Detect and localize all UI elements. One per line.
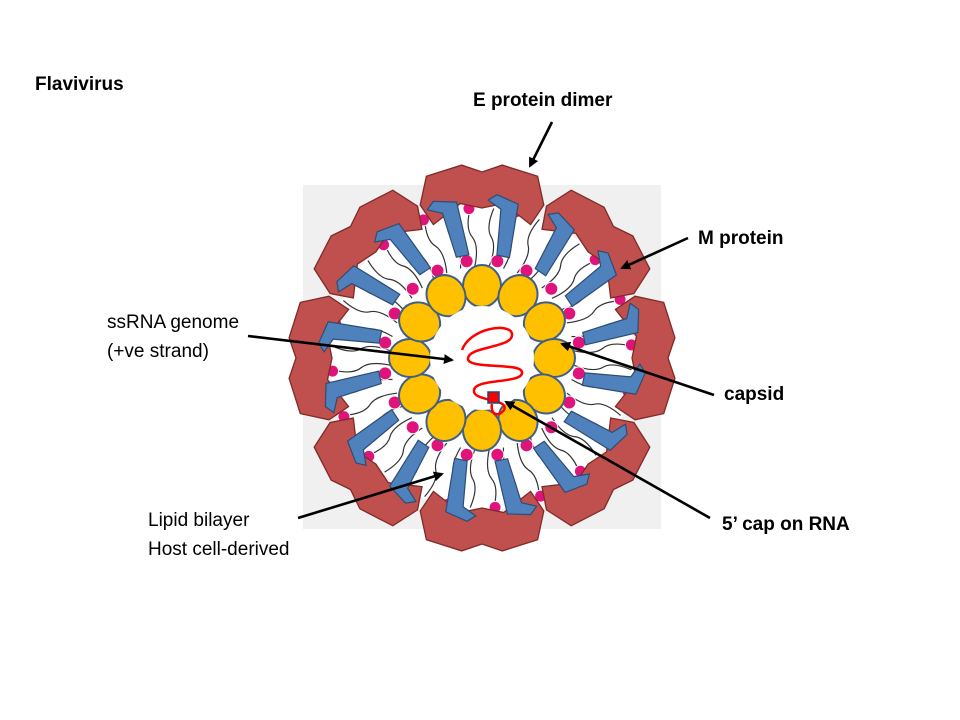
lipid-tail <box>424 219 448 274</box>
lipid-tail <box>343 392 398 416</box>
capsid-subunit <box>532 338 576 378</box>
m-protein <box>336 264 401 306</box>
e-protein-dimer <box>541 417 651 527</box>
five-prime-cap-marker <box>487 391 500 404</box>
label-lipid-bilayer: Lipid bilayer Host cell-derived <box>148 506 290 564</box>
m-protein <box>346 408 400 467</box>
label-lipid-line1: Lipid bilayer <box>148 510 250 531</box>
m-protein <box>564 249 618 308</box>
ssrna-genome-strand <box>460 326 524 416</box>
capsid-subunit <box>462 408 502 452</box>
lipid-head <box>544 281 559 296</box>
lipid-tail <box>467 208 478 267</box>
lipid-tail <box>566 392 621 416</box>
label-ssrna-line2: (+ve strand) <box>107 341 209 362</box>
leader-arrows <box>247 121 715 520</box>
lipid-tail <box>573 364 632 371</box>
lipid-tail <box>384 427 423 473</box>
lipid-tail <box>384 243 423 289</box>
arrow-lipid <box>297 471 444 520</box>
label-ssrna-genome: ssRNA genome (+ve strand) <box>107 308 239 366</box>
diagram-title: Flavivirus <box>35 74 124 95</box>
arrow-capsid <box>560 341 715 397</box>
arrow-m-protein <box>620 236 689 270</box>
lipid-tail <box>424 442 448 497</box>
m-protein <box>373 222 432 276</box>
m-protein <box>563 410 628 452</box>
lipid-tail <box>367 417 413 456</box>
m-protein <box>532 440 591 494</box>
e-protein-dimer <box>313 417 423 527</box>
lipid-tail <box>367 260 413 299</box>
m-protein <box>324 370 382 414</box>
virion <box>288 164 676 552</box>
lipid-head <box>405 281 420 296</box>
label-e-protein-dimer: E protein dimer <box>473 90 613 111</box>
core-interior <box>430 306 534 410</box>
lipid-tail <box>551 417 597 456</box>
lipid-tail <box>516 442 540 497</box>
lipid-tail <box>551 260 597 299</box>
lipid-tail <box>541 427 580 473</box>
label-capsid: capsid <box>724 384 785 405</box>
arrow-e-protein <box>528 121 554 168</box>
m-protein <box>494 458 538 516</box>
arrow-cap <box>504 400 711 520</box>
lipid-tail <box>343 300 398 324</box>
m-protein <box>318 321 383 353</box>
lipid-tail <box>541 243 580 289</box>
m-protein <box>426 200 470 258</box>
label-m-protein: M protein <box>698 228 784 249</box>
label-five-prime-cap: 5’ cap on RNA <box>722 514 850 535</box>
lipid-tail <box>488 208 495 267</box>
m-protein <box>445 457 477 522</box>
m-protein <box>487 194 519 259</box>
e-protein-dimer <box>541 189 651 299</box>
lipid-tail <box>332 362 391 373</box>
lipid-tail <box>469 449 476 508</box>
lipid-tail <box>566 300 621 324</box>
e-protein-dimer <box>313 189 423 299</box>
m-protein <box>582 302 640 346</box>
label-ssrna-line1: ssRNA genome <box>107 312 240 333</box>
lipid-tail <box>486 449 497 508</box>
lipid-tail <box>516 219 540 274</box>
arrow-ssrna <box>247 334 454 365</box>
label-lipid-line2: Host cell-derived <box>148 539 290 560</box>
m-protein <box>534 212 576 277</box>
lipid-head <box>405 420 420 435</box>
capsid-subunit <box>462 264 502 308</box>
